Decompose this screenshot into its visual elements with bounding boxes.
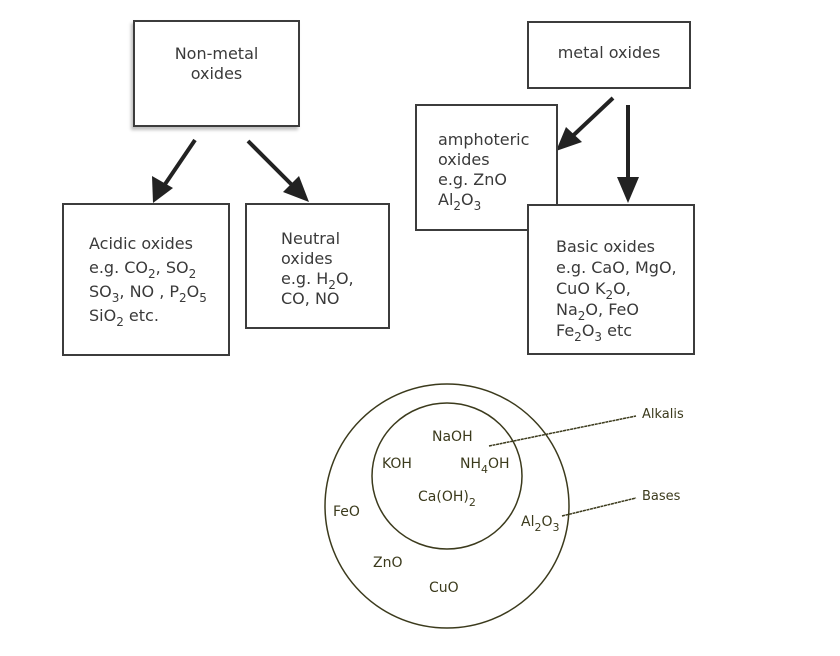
alkalis-circle [371,402,523,550]
metal-oxides-box: metal oxides [527,21,691,89]
amphoteric-line3: e.g. ZnO [438,170,507,189]
venn-diagram [324,383,637,629]
arrowhead-basic [617,177,639,203]
nonmetal-oxides-box: Non-metal oxides [133,20,300,127]
amphoteric-line1: amphoteric [438,130,530,149]
acidic-oxides-box: Acidic oxides e.g. CO2, SO2 SO3, NO , P2… [62,203,230,356]
venn-item-al2o3: Al2O3 [521,514,560,534]
venn-item-caoh2: Ca(OH)2 [418,489,476,509]
basic-line2: CuO K2O, [556,279,631,302]
arrowhead-neutral [283,176,309,202]
arrowhead-acidic [152,176,173,203]
neutral-line4: CO, NO [281,289,340,308]
bases-label: Bases [642,489,681,504]
bases-circle [324,383,570,629]
venn-item-koh: KOH [382,456,412,472]
amphoteric-line4: Al2O3 [438,190,482,213]
venn-item-naoh: NaOH [432,429,473,445]
acidic-line1: e.g. CO2, SO2 [89,258,197,281]
basic-oxides-box: Basic oxides e.g. CaO, MgO, CuO K2O, Na2… [527,204,695,355]
nonmetal-title-line2: oxides [190,64,243,83]
alkalis-leader-line [488,415,637,447]
basic-line4: Fe2O3 etc [556,321,633,344]
acidic-title: Acidic oxides [89,234,193,253]
acidic-line2: SO3, NO , P2O5 [89,282,207,305]
basic-line1: e.g. CaO, MgO, [556,258,677,277]
venn-item-feo: FeO [333,504,360,520]
venn-item-zno: ZnO [373,555,403,571]
neutral-line3: e.g. H2O, [281,269,354,292]
metal-title: metal oxides [557,43,661,62]
arrowhead-amphoteric [556,127,582,151]
basic-title: Basic oxides [556,237,655,256]
acidic-line3: SiO2 etc. [89,306,159,329]
neutral-line1: Neutral [281,229,341,248]
alkalis-label: Alkalis [642,407,684,422]
amphoteric-line2: oxides [438,150,490,169]
amphoteric-oxides-box: amphoteric oxides e.g. ZnO Al2O3 [415,104,558,231]
neutral-oxides-box: Neutral oxides e.g. H2O, CO, NO [245,203,390,329]
bases-leader-line [561,497,637,517]
nonmetal-title-line1: Non-metal [174,44,259,63]
basic-line3: Na2O, FeO [556,300,639,323]
flow-arrows [152,96,639,203]
venn-item-cuo: CuO [429,580,459,596]
neutral-line2: oxides [281,249,333,268]
venn-item-nh4oh: NH4OH [460,456,510,476]
